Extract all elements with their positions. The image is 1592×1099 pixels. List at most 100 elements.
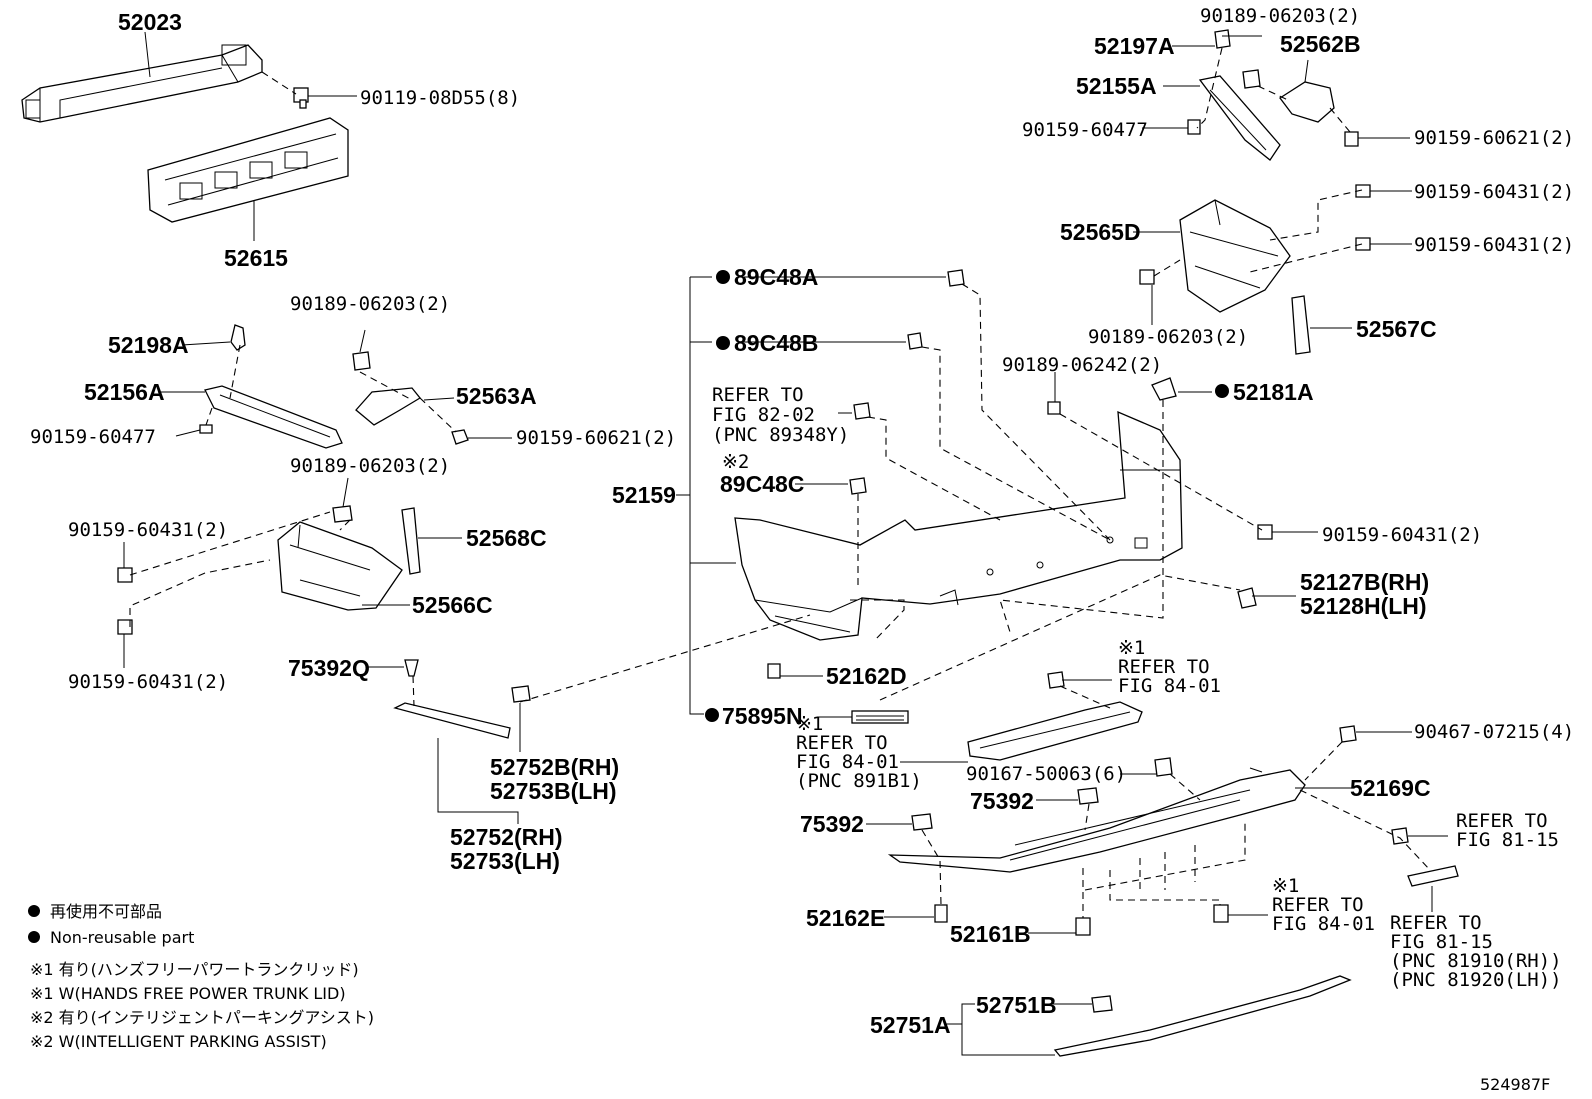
refer-note-fig-81-15-upper: REFER TO FIG 81-15 [1456, 810, 1559, 851]
part-label: 52156A [84, 379, 165, 405]
part-label: 52568C [466, 525, 547, 551]
ref-line: ※1 [1272, 875, 1299, 897]
refer-note-fig-82-02: REFER TO FIG 82-02 (PNC 89348Y) ※2 [712, 384, 849, 473]
part-label: 52127B(RH) [1300, 569, 1429, 595]
part-label: 90159-60477 [1022, 119, 1148, 141]
part-label: 75895N [722, 703, 803, 729]
part-label: 89C48B [734, 330, 818, 356]
non-reusable-marker [716, 270, 730, 284]
right-bracket-set-drawing [1047, 29, 1371, 609]
refer-note-fig-84-01-pnc: ※1 REFER TO FIG 84-01 (PNC 891B1) [796, 713, 922, 792]
part-label: 52751B [976, 992, 1057, 1018]
part-label: 52751A [870, 1012, 951, 1038]
part-label: 90189-06203(2) [290, 455, 450, 477]
part-label: 52753(LH) [450, 848, 560, 874]
refer-note-fig-84-01-lower: ※1 REFER TO FIG 84-01 [1272, 875, 1375, 935]
legend-text: Non-reusable part [50, 928, 194, 947]
non-reusable-marker [716, 336, 730, 350]
part-label: 52155A [1076, 73, 1157, 99]
part-label: 52162E [806, 905, 885, 931]
part-label: 52567C [1356, 316, 1437, 342]
part-label: 90189-06203(2) [290, 293, 450, 315]
part-label: 90189-06242(2) [1002, 354, 1162, 376]
diagram-id: 524987F [1480, 1075, 1550, 1094]
part-label: 75392 [800, 811, 864, 837]
refer-note-fig-84-01-upper: ※1 REFER TO FIG 84-01 [1118, 637, 1221, 697]
part-label: 52181A [1233, 379, 1314, 405]
part-label: 89C48C [720, 471, 804, 497]
non-reusable-marker [705, 708, 719, 722]
ref-line: FIG 81-15 [1456, 829, 1559, 851]
ref-line: ※1 [1118, 637, 1145, 659]
legend-dot-icon [28, 905, 40, 917]
ref-line: REFER TO [712, 384, 804, 406]
ref-line: (PNC 89348Y) [712, 424, 849, 446]
part-label: 52752(RH) [450, 824, 563, 850]
part-label: 52753B(LH) [490, 778, 617, 804]
non-reusable-marker [1215, 384, 1229, 398]
ref-line: FIG 84-01 [1272, 913, 1375, 935]
ref-line: REFER TO [796, 732, 888, 754]
legend-note: ※1 W(HANDS FREE POWER TRUNK LID) [30, 984, 346, 1003]
part-label: 90119-08D55(8) [360, 87, 520, 109]
ref-line: FIG 81-15 [1390, 931, 1493, 953]
reinforcement-52023-drawing [21, 44, 263, 123]
part-label: 52752B(RH) [490, 754, 619, 780]
part-label: 52023 [118, 9, 182, 35]
legend-text: 再使用不可部品 [50, 902, 162, 921]
part-label: 52566C [412, 592, 493, 618]
leader-lines [123, 31, 1448, 1056]
legend-note: ※2 有り(インテリジェントパーキングアシスト) [30, 1008, 374, 1027]
ref-line: ※1 [796, 713, 823, 735]
part-label: 90189-06203(2) [1088, 326, 1248, 348]
ref-line: REFER TO [1118, 656, 1210, 678]
ref-line: (PNC 891B1) [796, 770, 922, 792]
legend-dot-icon [28, 931, 40, 943]
legend-note: ※2 W(INTELLIGENT PARKING ASSIST) [30, 1032, 327, 1051]
part-label: 90159-60431(2) [1414, 181, 1574, 203]
ref-mark: ※2 [722, 451, 749, 473]
ref-line: REFER TO [1272, 894, 1364, 916]
ref-line: (PNC 81920(LH)) [1390, 969, 1562, 991]
lower-cover-drawing [887, 671, 1459, 1057]
part-label: 90159-60431(2) [68, 519, 228, 541]
legend-note: ※1 有り(ハンズフリーパワートランクリッド) [30, 960, 359, 979]
part-label: 90159-60431(2) [1414, 234, 1574, 256]
part-label: 52563A [456, 383, 537, 409]
part-label: 52128H(LH) [1300, 593, 1427, 619]
part-label: 52162D [826, 663, 907, 689]
part-label: 52198A [108, 332, 189, 358]
assembly-lines [129, 47, 1431, 918]
part-label: 52565D [1060, 219, 1141, 245]
bolt-90119-drawing [293, 87, 309, 109]
part-label: 90159-60477 [30, 426, 156, 448]
part-label: 75392Q [288, 655, 370, 681]
refer-note-fig-81-15-lower: REFER TO FIG 81-15 (PNC 81910(RH)) (PNC … [1390, 912, 1562, 991]
part-label: 90159-60621(2) [516, 427, 676, 449]
absorber-52615-drawing [147, 117, 349, 223]
ref-line: (PNC 81910(RH)) [1390, 950, 1562, 972]
ref-line: REFER TO [1456, 810, 1548, 832]
part-label: 90167-50063(6) [966, 763, 1126, 785]
part-label: 52615 [224, 245, 288, 271]
ref-line: FIG 84-01 [1118, 675, 1221, 697]
part-label: 52562B [1280, 31, 1361, 57]
bumper-cover-52159-drawing [734, 410, 1183, 641]
part-label: 90159-60621(2) [1414, 127, 1574, 149]
ref-line: FIG 84-01 [796, 751, 899, 773]
part-label: 52197A [1094, 33, 1175, 59]
part-label: 90159-60431(2) [1322, 524, 1482, 546]
part-label: 75392 [970, 788, 1034, 814]
part-label: 90189-06203(2) [1200, 5, 1360, 27]
part-label: 52169C [1350, 775, 1431, 801]
left-bracket-set-drawing [117, 324, 531, 739]
part-label: 90467-07215(4) [1414, 721, 1574, 743]
part-label: 52161B [950, 921, 1031, 947]
ref-line: FIG 82-02 [712, 404, 815, 426]
part-labels: 52023 90119-08D55(8) 52615 90189-06203(2… [30, 5, 1574, 1094]
legend: 再使用不可部品 Non-reusable part ※1 有り(ハンズフリーパワ… [28, 902, 374, 1051]
part-label: 89C48A [734, 264, 818, 290]
part-label: 90159-60431(2) [68, 671, 228, 693]
part-label: 52159 [612, 482, 676, 508]
